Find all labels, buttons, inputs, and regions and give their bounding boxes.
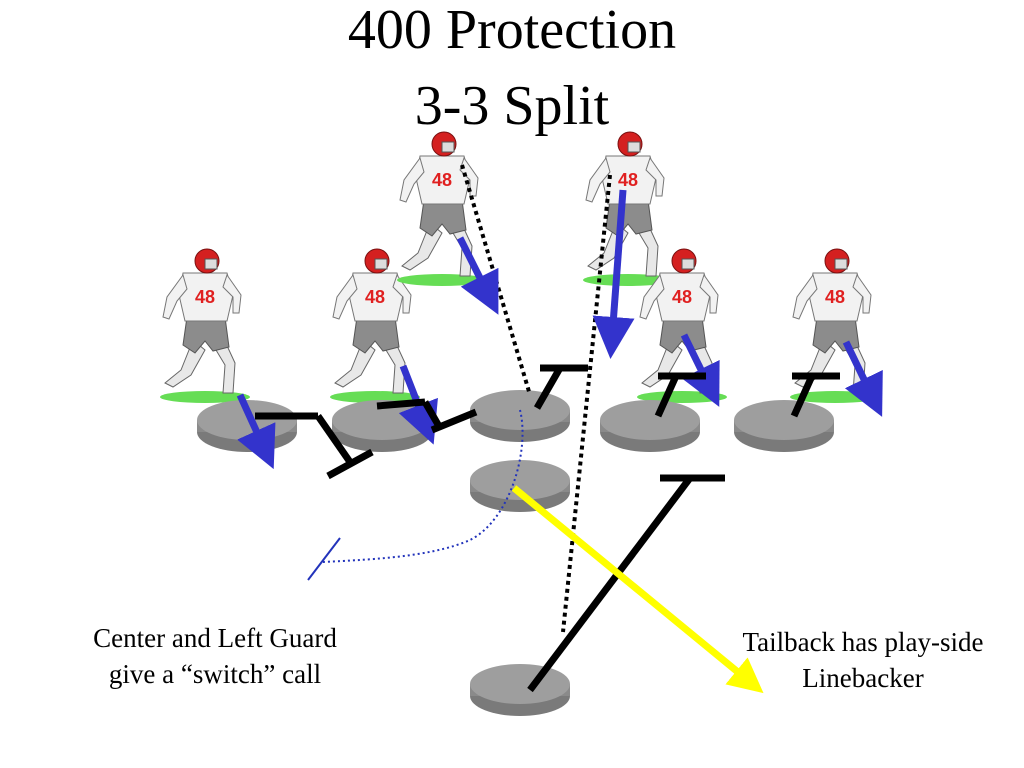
blocker-right-tackle — [734, 400, 834, 452]
switch-call-path — [321, 409, 524, 563]
arrow-defender-3 — [456, 236, 499, 315]
caption-left-line-1: Center and Left Guard — [93, 623, 337, 653]
caption-switch-call: Center and Left Guard give a “switch” ca… — [40, 620, 390, 692]
arrow-defender-6 — [842, 340, 883, 417]
block-left-guard-base — [376, 398, 426, 410]
quarterback-disc — [470, 460, 570, 512]
caption-right-line-2: Linebacker — [802, 663, 924, 693]
arrow-defender-2 — [398, 364, 438, 445]
slide-title-line-2: 3-3 Split — [414, 75, 610, 137]
tailback-route-arrow — [511, 485, 764, 694]
block-right-tackle-stem — [790, 374, 816, 418]
block-left-tackle-stem — [315, 414, 353, 464]
block-tailback-stem — [527, 475, 693, 693]
switch-call-tick — [307, 537, 341, 581]
block-right-guard-stem — [654, 374, 680, 418]
arrow-defender-4 — [592, 189, 635, 359]
blocker-center — [470, 390, 570, 442]
defender-4 — [582, 131, 674, 287]
caption-right-line-1: Tailback has play-side — [742, 627, 984, 657]
block-left-guard-cap — [430, 408, 478, 434]
block-left-guard-stem — [421, 400, 444, 430]
blocker-right-guard — [600, 400, 700, 452]
caption-left-line-2: give a “switch” call — [108, 659, 322, 689]
slide-title-line-1: 400 Protection — [347, 0, 677, 61]
caption-tailback: Tailback has play-side Linebacker — [698, 624, 1024, 696]
block-assignments — [255, 364, 840, 693]
defender-1 — [159, 248, 251, 404]
block-center-stem — [533, 366, 564, 410]
arrow-defender-1 — [236, 393, 276, 470]
tailback-disc — [470, 664, 570, 716]
block-left-tackle-cap — [326, 448, 374, 480]
defender-arrows — [236, 189, 883, 470]
